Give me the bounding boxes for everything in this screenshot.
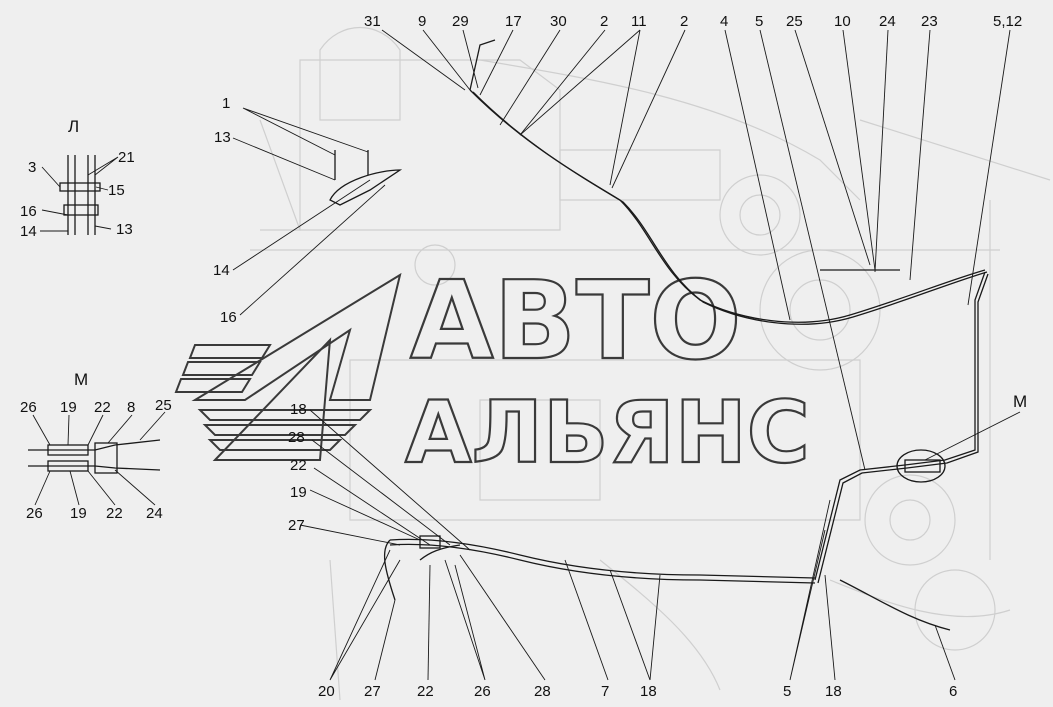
callout-label: 31: [364, 13, 381, 30]
callout-label: 24: [879, 13, 896, 30]
callout-label: 22: [417, 683, 434, 700]
callout-label: 22: [106, 505, 123, 522]
callout-label: 19: [70, 505, 87, 522]
callout-label: 2: [600, 13, 608, 30]
detail-M: [28, 439, 946, 483]
callout-label: 11: [631, 13, 647, 30]
callout-label: 18: [290, 401, 307, 418]
callout-label: 23: [921, 13, 938, 30]
callout-label: 18: [640, 683, 657, 700]
callout-label: 6: [949, 683, 957, 700]
callout-label: 28: [534, 683, 551, 700]
callout-label: 26: [26, 505, 43, 522]
callout-label: 22: [94, 399, 111, 416]
callout-label: 4: [720, 13, 728, 30]
detail-L: [59, 155, 101, 235]
leader-lines: [32, 29, 1021, 681]
callout-label: 7: [601, 683, 609, 700]
callout-labels: 31 9 29 17 30 2 11 2 4 5 25 10 24 23 5,1…: [20, 13, 1022, 700]
callout-label: 19: [290, 484, 307, 501]
callout-label: 27: [288, 517, 305, 534]
callout-label: 26: [474, 683, 491, 700]
callout-label: 21: [118, 149, 135, 166]
callout-label: 26: [20, 399, 37, 416]
callout-label: 25: [786, 13, 803, 30]
callout-label: 16: [20, 203, 37, 220]
callout-label: 16: [220, 309, 237, 326]
callout-label: 17: [505, 13, 522, 30]
callout-label: 25: [155, 397, 172, 414]
callout-label: 28: [288, 429, 305, 446]
callout-label: 1: [222, 95, 230, 112]
callout-label: 20: [318, 683, 335, 700]
callout-label: 9: [418, 13, 426, 30]
callout-label: 18: [825, 683, 842, 700]
callout-label: 22: [290, 457, 307, 474]
background-machinery: [250, 27, 1051, 701]
callout-label: 27: [364, 683, 381, 700]
section-title-M-detail: М: [74, 370, 88, 389]
watermark-logo: [174, 272, 402, 461]
section-title-M-main: М: [1013, 392, 1027, 411]
callout-label: 3: [28, 159, 36, 176]
callout-label: 8: [127, 399, 135, 416]
callout-label: 13: [116, 221, 133, 238]
callout-label: 10: [834, 13, 851, 30]
watermark-line1: АВТО: [410, 259, 741, 384]
callout-label: 5: [783, 683, 791, 700]
callout-label: 14: [20, 223, 37, 240]
callout-label: 29: [452, 13, 469, 30]
watermark-line2: АЛЬЯНС: [405, 383, 810, 483]
callout-label: 19: [60, 399, 77, 416]
callout-label: 24: [146, 505, 163, 522]
section-title-L: Л: [68, 117, 79, 136]
callout-label: 30: [550, 13, 567, 30]
hose-lines: [329, 39, 989, 631]
callout-label: 2: [680, 13, 688, 30]
callout-label: 14: [213, 262, 230, 279]
callout-label: 5,12: [993, 13, 1022, 30]
callout-label: 5: [755, 13, 763, 30]
callout-label: 15: [108, 182, 125, 199]
callout-label: 13: [214, 129, 231, 146]
